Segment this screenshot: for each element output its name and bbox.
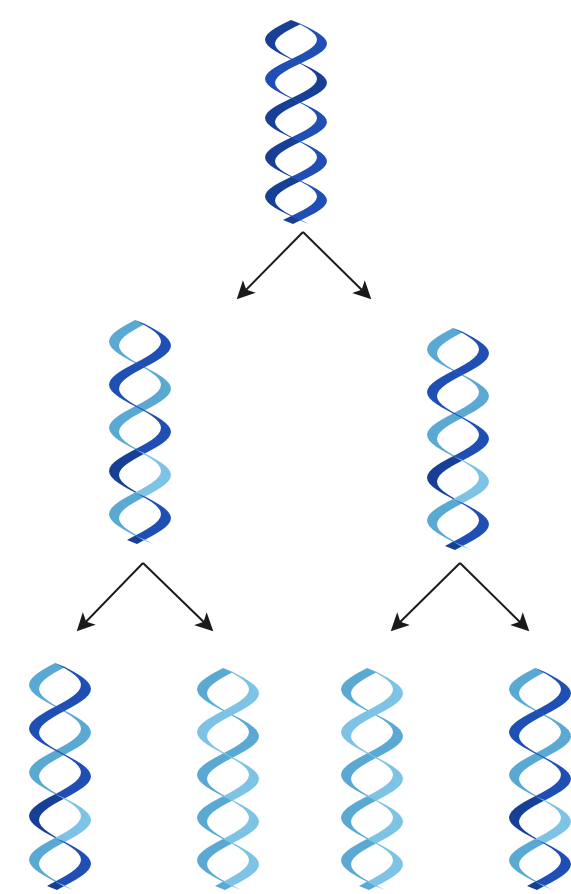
strand-b-new-segment bbox=[341, 668, 377, 715]
strand-b-new-segment bbox=[535, 711, 571, 758]
strand-a-new-segment bbox=[367, 668, 403, 715]
strand-b-new-segment bbox=[223, 796, 259, 843]
strand-b-parental-segment bbox=[291, 138, 327, 181]
replication-arrow-right bbox=[143, 563, 212, 630]
strand-a-parental-segment bbox=[427, 456, 463, 503]
strand-a-parental-segment bbox=[265, 59, 301, 102]
strand-a-parental-segment bbox=[453, 414, 489, 461]
strand-a-parental-segment bbox=[29, 707, 65, 755]
strand-a-parental-segment bbox=[55, 663, 91, 711]
strand-a-new-segment bbox=[367, 839, 403, 886]
strand-a-parental-segment bbox=[453, 328, 489, 375]
strand-a-parental-segment bbox=[291, 177, 327, 220]
strand-a-parental-segment bbox=[509, 796, 545, 843]
strand-b-new-segment bbox=[535, 796, 571, 843]
replication-arrow-right bbox=[460, 563, 528, 630]
helix-layer bbox=[29, 20, 571, 890]
strand-a-new-segment bbox=[223, 668, 259, 715]
strand-a-parental-segment bbox=[135, 320, 171, 367]
strand-a-new-segment bbox=[197, 711, 233, 758]
strand-a-parental-segment bbox=[291, 20, 327, 63]
strand-a-new-segment bbox=[341, 796, 377, 843]
strand-a-parental-segment bbox=[535, 668, 571, 715]
strand-b-new-segment bbox=[427, 499, 463, 546]
strand-b-new-segment bbox=[197, 839, 233, 886]
strand-b-new-segment bbox=[509, 754, 545, 801]
strand-a-parental-segment bbox=[109, 363, 145, 410]
strand-a-parental-segment bbox=[535, 839, 571, 886]
strand-b-new-segment bbox=[29, 663, 65, 711]
strand-b-new-segment bbox=[109, 493, 145, 540]
strand-b-new-segment bbox=[223, 711, 259, 758]
replication-arrow-left bbox=[392, 563, 460, 630]
strand-a-parental-segment bbox=[29, 794, 65, 842]
dna-helix-gen1-1 bbox=[265, 20, 327, 224]
dna-helix-gen3-3 bbox=[341, 668, 403, 890]
strand-a-parental-segment bbox=[291, 98, 327, 141]
dna-helix-gen3-4 bbox=[509, 668, 571, 890]
strand-b-parental-segment bbox=[265, 177, 301, 220]
strand-b-new-segment bbox=[509, 668, 545, 715]
strand-b-new-segment bbox=[509, 839, 545, 886]
strand-a-new-segment bbox=[341, 711, 377, 758]
strand-a-parental-segment bbox=[453, 499, 489, 546]
strand-a-new-segment bbox=[197, 796, 233, 843]
replication-arrow-left bbox=[238, 232, 303, 298]
strand-b-new-segment bbox=[197, 754, 233, 801]
strand-b-new-segment bbox=[453, 371, 489, 418]
strand-b-new-segment bbox=[109, 406, 145, 453]
strand-a-parental-segment bbox=[509, 711, 545, 758]
strand-b-new-segment bbox=[341, 839, 377, 886]
strand-b-new-segment bbox=[197, 668, 233, 715]
strand-b-new-segment bbox=[427, 414, 463, 461]
strand-b-new-segment bbox=[55, 707, 91, 755]
strand-a-parental-segment bbox=[109, 449, 145, 496]
strand-a-parental-segment bbox=[135, 493, 171, 540]
strand-b-new-segment bbox=[109, 320, 145, 367]
arrows-layer bbox=[78, 232, 528, 630]
strand-b-new-segment bbox=[367, 711, 403, 758]
strand-a-parental-segment bbox=[55, 838, 91, 886]
strand-a-parental-segment bbox=[55, 751, 91, 799]
dna-helix-gen3-1 bbox=[29, 663, 91, 890]
strand-a-parental-segment bbox=[135, 406, 171, 453]
strand-b-new-segment bbox=[367, 796, 403, 843]
replication-arrow-right bbox=[303, 232, 370, 298]
replication-arrow-left bbox=[78, 563, 143, 630]
dna-helix-gen3-2 bbox=[197, 668, 259, 890]
strand-b-parental-segment bbox=[291, 59, 327, 102]
strand-a-parental-segment bbox=[427, 371, 463, 418]
strand-a-new-segment bbox=[223, 754, 259, 801]
strand-b-new-segment bbox=[135, 363, 171, 410]
strand-b-parental-segment bbox=[265, 20, 301, 63]
strand-b-new-segment bbox=[341, 754, 377, 801]
dna-helix-gen2-1 bbox=[109, 320, 171, 544]
strand-b-new-segment bbox=[135, 449, 171, 496]
strand-b-new-segment bbox=[453, 456, 489, 503]
strand-a-new-segment bbox=[223, 839, 259, 886]
strand-b-new-segment bbox=[55, 794, 91, 842]
strand-b-new-segment bbox=[29, 751, 65, 799]
strand-a-parental-segment bbox=[535, 754, 571, 801]
strand-a-parental-segment bbox=[265, 138, 301, 181]
strand-b-parental-segment bbox=[265, 98, 301, 141]
strand-a-new-segment bbox=[367, 754, 403, 801]
strand-b-new-segment bbox=[427, 328, 463, 375]
dna-helix-gen2-2 bbox=[427, 328, 489, 550]
strand-b-new-segment bbox=[29, 838, 65, 886]
